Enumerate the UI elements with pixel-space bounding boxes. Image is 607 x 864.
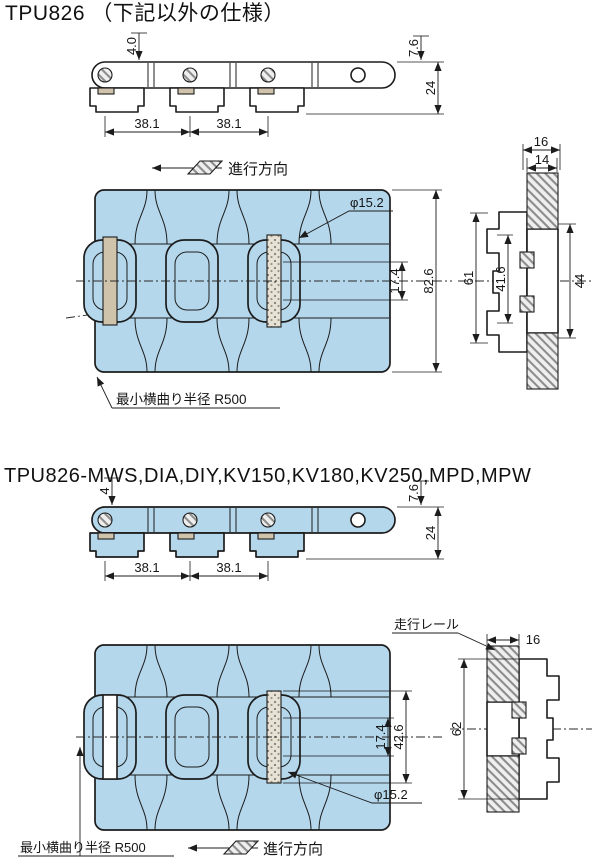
pin-diameter-label: φ15.2 [350, 195, 384, 210]
section2-top-view: 4 7.6 24 38.1 38.1 [89, 477, 444, 581]
dim-overall-width: 82.6 [392, 189, 442, 373]
dim-hinge-inner-width: 17.4 [283, 261, 408, 301]
section2-side-view: 走行レール 16 62 [392, 617, 592, 813]
dim-label-rail-inner: 14 [535, 152, 549, 167]
hinge-pin-holes [97, 512, 366, 528]
dim-plate-thickness: 4.0 [124, 32, 147, 60]
end-hole [350, 512, 366, 528]
bend-radius-label: 最小横曲り半径 R500 [116, 392, 247, 407]
dim-guide-span-outer: 61 [461, 212, 488, 344]
dim-label-pitch-b: 38.1 [216, 560, 241, 575]
dim-label-plate-thickness: 4.0 [124, 37, 139, 55]
dim-edge-offset: 7.6 [406, 480, 429, 505]
dim-label-link-height: 24 [423, 81, 438, 95]
dim-label-pitch-b: 38.1 [216, 116, 241, 131]
rail-label: 走行レール [394, 617, 459, 632]
hinge-pin-holes [97, 67, 366, 83]
pin-diameter-label: φ15.2 [374, 787, 408, 802]
section1-title: TPU826 （下記以外の仕様） [5, 2, 285, 25]
dim-label-edge-offset: 7.6 [406, 484, 421, 502]
section1: TPU826 （下記以外の仕様） [5, 2, 592, 409]
guide-rail-bottom [526, 332, 559, 390]
dim-label-hinge-inner-width: 17.4 [373, 724, 388, 749]
dim-side-link-height: 44 [558, 223, 587, 339]
dim-link-height: 24 [306, 506, 444, 560]
direction-label: 進行方向 [228, 161, 288, 178]
pin-diameter-callout: φ15.2 [298, 195, 393, 239]
dim-label-guide-span-outer: 61 [461, 271, 476, 285]
link-profile [518, 658, 560, 800]
end-hole [350, 67, 366, 83]
link-detail-lines [96, 189, 389, 373]
dim-label-overall-width: 82.6 [421, 268, 436, 293]
dim-label-side-link-height: 44 [572, 274, 587, 288]
section1-direction-indicator: 進行方向 [152, 160, 288, 178]
section2: TPU826-MWS,DIA,DIY,KV150,KV180,KV250,MPD… [4, 465, 592, 858]
dim-rail-width: 16 [486, 632, 540, 647]
min-bend-radius-note: 最小横曲り半径 R500 [18, 747, 174, 857]
dim-label-pitch-a: 38.1 [134, 116, 159, 131]
section2-front-view: 17.4 42.6 φ15.2 最小横曲り半径 R500 進行方向 [18, 644, 442, 858]
pin-tabs [97, 532, 275, 540]
link-slit-lines [147, 508, 319, 532]
dim-hinge-outer-width: 42.6 [283, 690, 412, 784]
chain-links-body [94, 644, 391, 831]
dim-guide-span-inner: 41.6 [493, 234, 513, 324]
bend-radius-label: 最小横曲り半径 R500 [20, 840, 146, 855]
dim-label-rail-width: 16 [526, 632, 540, 647]
pin-diameter-callout: φ15.2 [287, 771, 422, 804]
dim-label-rail-outer: 16 [534, 134, 548, 149]
pin-section-top [511, 701, 527, 719]
direction-hatch-mark [222, 840, 260, 855]
plate-edge [526, 228, 559, 334]
section2-title: TPU826-MWS,DIA,DIY,KV150,KV180,KV250,MPD… [4, 465, 531, 487]
dim-label-plate-thickness: 4 [97, 487, 112, 494]
dim-rail-inner-width: 14 [526, 152, 558, 172]
min-bend-radius-note: 最小横曲り半径 R500 [96, 376, 280, 409]
rail-callout: 走行レール [392, 617, 496, 651]
dim-guide-span: 62 [449, 658, 520, 800]
guide-rail-top [526, 172, 559, 230]
direction-label: 進行方向 [263, 841, 323, 858]
dim-label-guide-span-inner: 41.6 [493, 266, 508, 291]
pin-tabs [97, 87, 275, 95]
dim-rail-outer-width: 16 [522, 134, 561, 170]
guide-rail-top [486, 645, 520, 703]
section1-side-view: 16 14 61 41.6 44 [458, 134, 592, 390]
dim-label-pitch-a: 38.1 [134, 560, 159, 575]
chain-plate-outline [91, 61, 396, 89]
dim-label-hinge-inner-width: 17.4 [387, 268, 402, 293]
dim-link-height: 24 [306, 61, 444, 115]
direction-hatch-mark [186, 160, 224, 175]
section1-front-view: φ15.2 17.4 82.6 最小横曲り半径 R500 [65, 189, 452, 409]
pin-section-bottom [519, 295, 535, 313]
dim-plate-thickness: 4 [97, 477, 120, 505]
dim-edge-offset: 7.6 [406, 35, 429, 60]
pin-section-top [519, 251, 535, 269]
link-slit-lines [147, 63, 319, 87]
dim-label-guide-span: 62 [449, 722, 464, 736]
chain-plate-outline [91, 506, 396, 534]
pin-section-bottom [511, 737, 527, 755]
dim-pitch: 38.1 38.1 [104, 116, 269, 137]
section2-direction-indicator: 進行方向 [188, 840, 323, 858]
link-detail-lines [96, 644, 389, 831]
dim-hinge-inner-width: 17.4 [283, 717, 394, 757]
dim-label-edge-offset: 7.6 [406, 39, 421, 57]
dim-label-link-height: 24 [423, 526, 438, 540]
dim-label-hinge-outer-width: 42.6 [391, 724, 406, 749]
dim-pitch: 38.1 38.1 [104, 560, 269, 581]
guide-rail-bottom [486, 755, 520, 813]
section1-top-view: 4.0 7.6 24 38.1 38.1 [89, 32, 444, 137]
